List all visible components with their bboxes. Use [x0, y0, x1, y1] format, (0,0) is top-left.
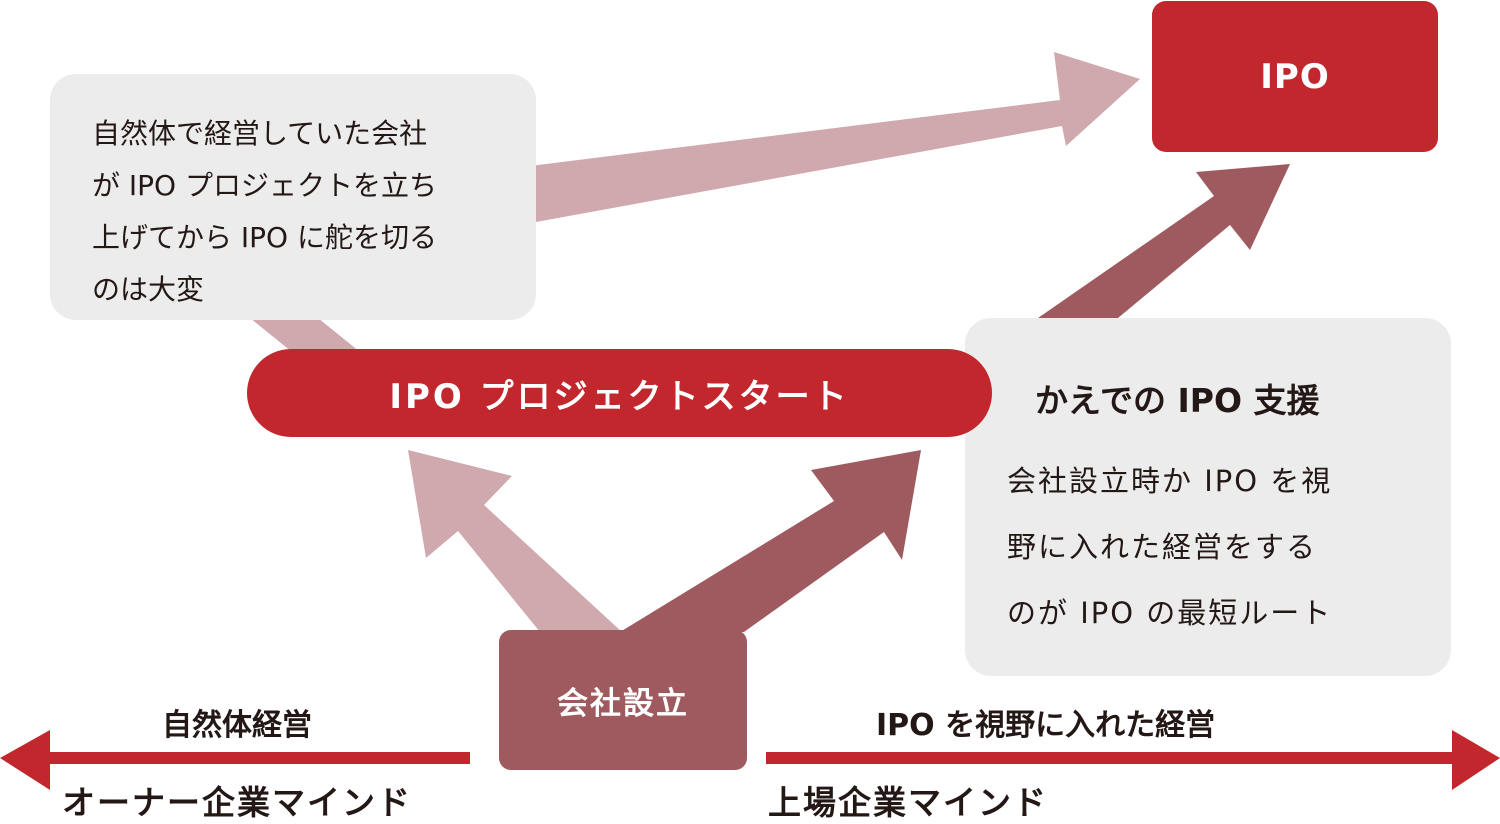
- axis-left-arrow: [0, 730, 470, 790]
- ipo-box: IPO: [1152, 1, 1438, 152]
- kaede-support-line: 会社設立時か IPO を視: [1007, 464, 1333, 498]
- project-start-label: IPO プロジェクトスタート: [389, 376, 850, 417]
- left-note-box: 自然体で経営していた会社 が IPO プロジェクトを立ち 上げてから IPO に…: [50, 74, 536, 320]
- founding-label: 会社設立: [557, 685, 689, 722]
- left-note-line: のは大変: [92, 273, 205, 306]
- left-note-line: 上げてから IPO に舵を切る: [92, 221, 437, 254]
- axis-right-top-label: IPO を視野に入れた経営: [876, 708, 1216, 743]
- arrow-founding-to-kaede: [620, 450, 921, 632]
- arrow-connector-left: [250, 318, 360, 352]
- axis-right-bottom-label: 上場企業マインド: [768, 783, 1048, 822]
- project-start-pill: IPO プロジェクトスタート: [247, 349, 992, 437]
- arrow-kaede-to-ipo: [1038, 164, 1290, 318]
- axis-left-bottom-label: オーナー企業マインド: [62, 783, 412, 822]
- left-note-line: が IPO プロジェクトを立ち: [92, 169, 437, 202]
- ipo-label: IPO: [1260, 56, 1330, 97]
- kaede-support-title: かえでの IPO 支援: [1035, 381, 1320, 420]
- kaede-support-line: 野に入れた経営をする: [1007, 530, 1318, 564]
- arrow-note-to-ipo: [530, 52, 1140, 222]
- axis-right-arrow: [766, 730, 1500, 790]
- founding-box: 会社設立: [499, 630, 747, 770]
- kaede-support-line: のが IPO の最短ルート: [1007, 596, 1333, 630]
- axis-left-top-label: 自然体経営: [162, 708, 312, 743]
- arrow-founding-to-project: [408, 450, 622, 632]
- left-note-line: 自然体で経営していた会社: [92, 117, 428, 150]
- kaede-support-box: かえでの IPO 支援 会社設立時か IPO を視 野に入れた経営をする のが …: [965, 318, 1451, 676]
- kaede-support-body: 会社設立時か IPO を視 野に入れた経営をする のが IPO の最短ルート: [1007, 448, 1332, 646]
